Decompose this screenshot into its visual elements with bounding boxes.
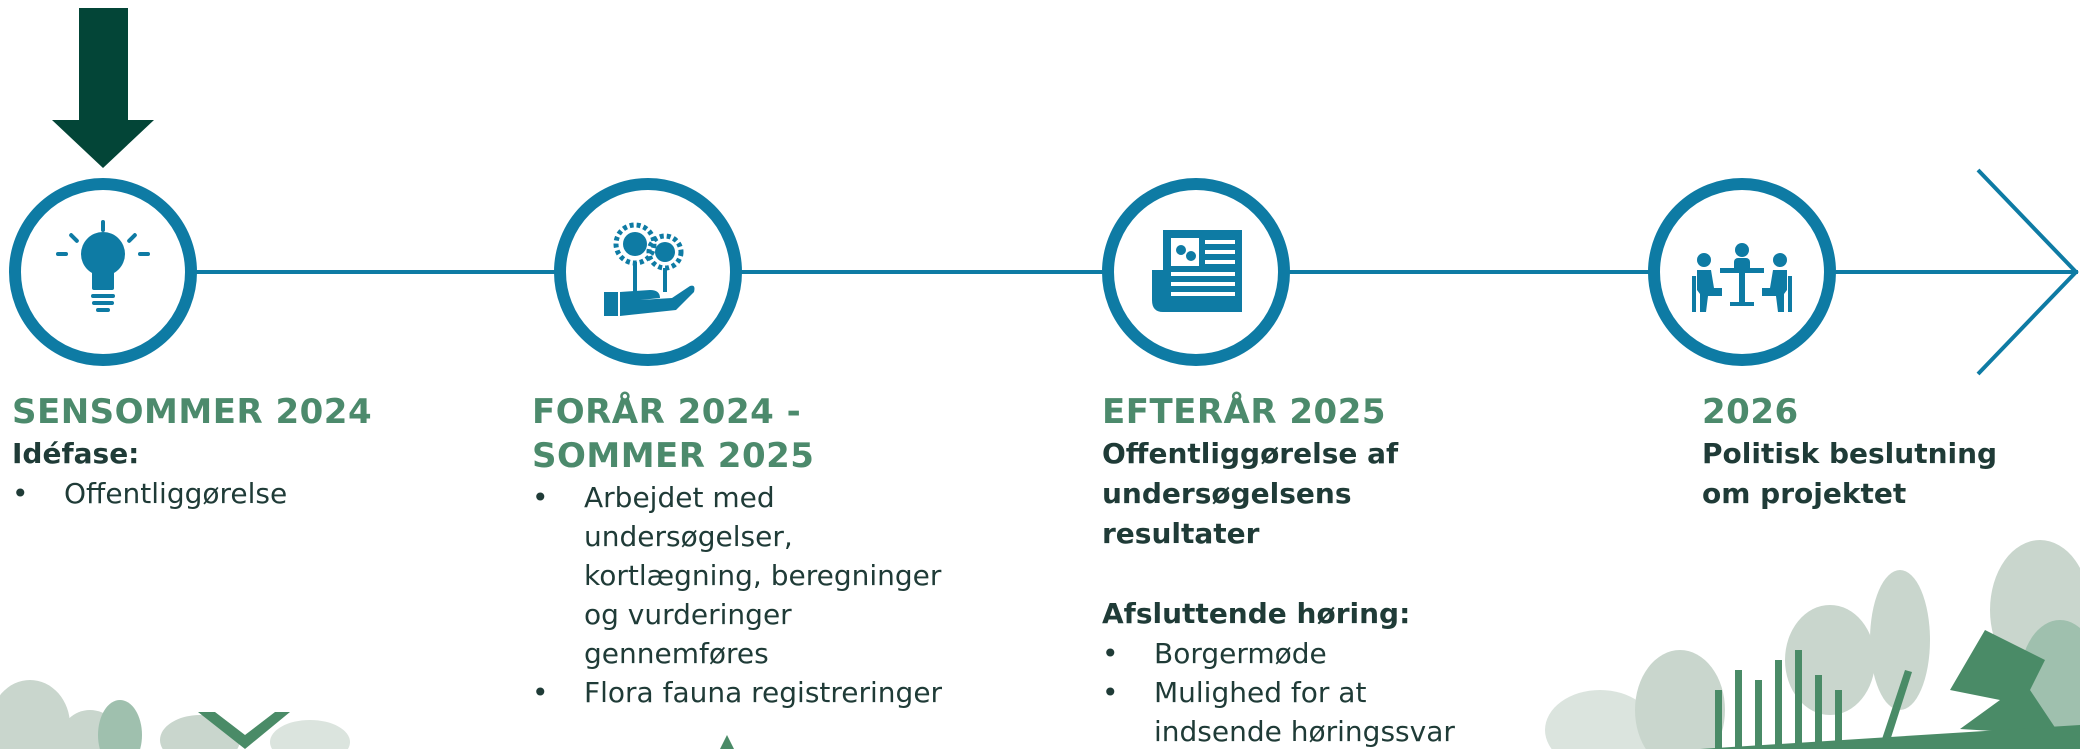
bullet-item: Mulighed for at indsende høringssvar (1102, 673, 1542, 751)
milestone-1: SENSOMMER 2024 Idéfase: Offentliggørelse (12, 390, 512, 513)
hand-flower-icon (604, 222, 695, 316)
bullet-line: undersøgelser, (584, 520, 793, 553)
milestone-2-title-line-1: FORÅR 2024 - (532, 392, 802, 432)
timeline-end-arrow (1976, 168, 2079, 376)
spacer (1102, 554, 1542, 594)
milestone-4-title: 2026 (1702, 392, 1799, 432)
bullet-line: Arbejdet med (584, 481, 775, 514)
milestone-1-subtitle: Idéfase: (12, 437, 140, 470)
milestone-3-subtitle-2: Afsluttende høring: (1102, 597, 1411, 630)
bullet-item: Flora fauna registreringer (532, 673, 1002, 712)
milestone-3-title: EFTERÅR 2025 (1102, 392, 1387, 432)
milestone-3-subtitle-line-2: undersøgelsens (1102, 477, 1352, 510)
newspaper-icon (1152, 230, 1242, 312)
milestone-4-subtitle-line-2: om projektet (1702, 477, 1907, 510)
current-position-arrow (52, 8, 154, 168)
bullet-line: og vurderinger (584, 598, 792, 631)
bullet-item: Offentliggørelse (12, 474, 512, 513)
milestone-4-badge (1648, 178, 1836, 366)
milestone-3-subtitle-line-1: Offentliggørelse af (1102, 437, 1399, 470)
trees-left-decoration (0, 680, 734, 749)
milestone-1-title: SENSOMMER 2024 (12, 392, 373, 432)
milestone-1-badge (9, 178, 197, 366)
milestone-4: 2026 Politisk beslutning om projektet (1702, 390, 2062, 514)
lightbulb-icon (56, 220, 150, 312)
bullet-line: kortlægning, beregninger (584, 559, 942, 592)
milestone-3-badge (1102, 178, 1290, 366)
milestone-2: FORÅR 2024 - SOMMER 2025 Arbejdet med un… (532, 390, 1002, 712)
bullet-line: indsende høringssvar (1154, 715, 1455, 748)
milestone-4-subtitle-line-1: Politisk beslutning (1702, 437, 1998, 470)
meeting-icon (1692, 243, 1792, 312)
bullet-line: Borgermøde (1154, 637, 1327, 670)
bullet-item: Borgermøde (1102, 634, 1542, 673)
bullet-item: Arbejdet med undersøgelser, kortlægning,… (532, 478, 1002, 673)
milestone-2-bullets: Arbejdet med undersøgelser, kortlægning,… (532, 478, 1002, 712)
bullet-line: Flora fauna registreringer (584, 676, 943, 709)
milestone-1-bullets: Offentliggørelse (12, 474, 512, 513)
milestone-3: EFTERÅR 2025 Offentliggørelse af undersø… (1102, 390, 1542, 751)
milestone-3-subtitle-line-3: resultater (1102, 517, 1260, 550)
milestone-2-badge (554, 178, 742, 366)
bullet-line: gennemføres (584, 637, 769, 670)
milestone-2-title-line-2: SOMMER 2025 (532, 436, 815, 476)
trees-right-decoration (1545, 540, 2080, 749)
milestone-3-bullets: Borgermøde Mulighed for at indsende høri… (1102, 634, 1542, 751)
bullet-line: Mulighed for at (1154, 676, 1367, 709)
